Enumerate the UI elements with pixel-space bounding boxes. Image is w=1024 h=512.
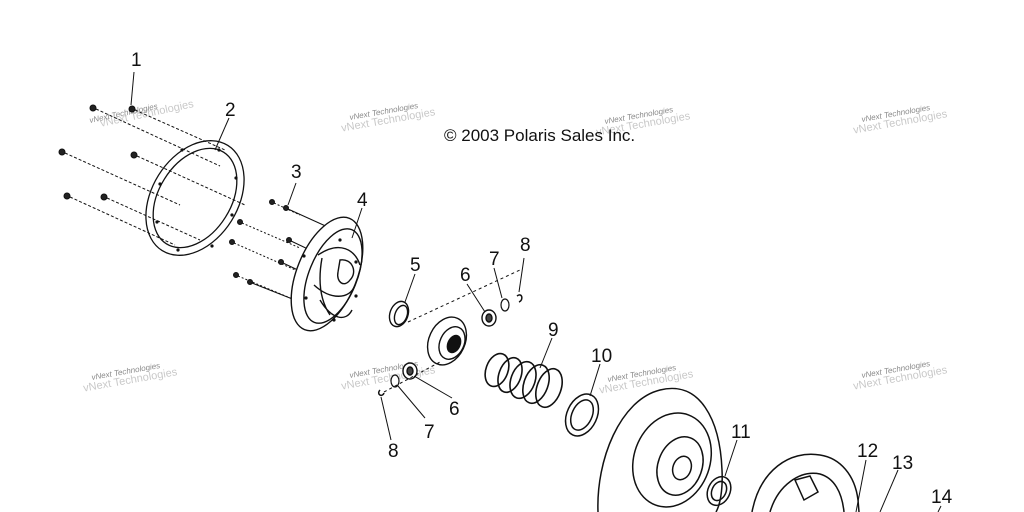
bolt — [58, 148, 181, 206]
washer-part-7-upper — [500, 298, 510, 312]
clip-part-8-lower — [377, 389, 385, 397]
moveable-sheave-partial — [751, 453, 860, 512]
callout-8: 8 — [520, 235, 531, 256]
bolt-set-part-1 — [58, 104, 246, 246]
bolt — [63, 192, 176, 246]
callout-6-lower: 6 — [449, 399, 460, 420]
callout-8-lower: 8 — [388, 441, 399, 462]
bushing-part-6-lower — [402, 362, 418, 380]
callout-2: 2 — [225, 100, 236, 121]
bolt — [130, 151, 246, 206]
spring-part-9 — [484, 352, 563, 409]
callout-14: 14 — [931, 487, 953, 508]
seal-ring-part-5 — [388, 300, 410, 328]
gasket-part-2 — [145, 140, 245, 256]
bolt — [100, 193, 201, 241]
bolt — [89, 104, 221, 167]
bushing-part-6-upper — [481, 309, 497, 327]
shaft-bearing-assembly — [407, 269, 521, 366]
callout-13: 13 — [892, 453, 913, 474]
callout-5: 5 — [410, 255, 421, 276]
callout-1: 1 — [131, 50, 142, 71]
callout-11: 11 — [731, 422, 751, 443]
callout-9: 9 — [548, 320, 559, 341]
o-ring-part-10 — [564, 393, 600, 437]
ring-part-11 — [706, 475, 732, 507]
callout-4: 4 — [357, 190, 368, 211]
callout-10: 10 — [591, 346, 612, 367]
callout-7: 7 — [489, 249, 500, 270]
clip-part-8-upper — [516, 294, 523, 303]
copyright-notice: © 2003 Polaris Sales Inc. — [444, 126, 635, 145]
screw-set-part-3 — [229, 199, 331, 303]
callout-3: 3 — [291, 162, 302, 183]
washer-part-7-lower — [390, 374, 400, 388]
impeller-housing-part-4 — [290, 216, 364, 332]
callout-6: 6 — [460, 265, 471, 286]
callout-labels: 1 2 3 4 5 6 7 8 9 10 11 6 7 8 12 13 14 — [131, 50, 953, 508]
callout-leaders — [130, 71, 942, 512]
callout-12: 12 — [857, 441, 878, 462]
sheave-disk — [597, 387, 723, 512]
bolt — [128, 105, 226, 151]
callout-7-lower: 7 — [424, 422, 435, 443]
